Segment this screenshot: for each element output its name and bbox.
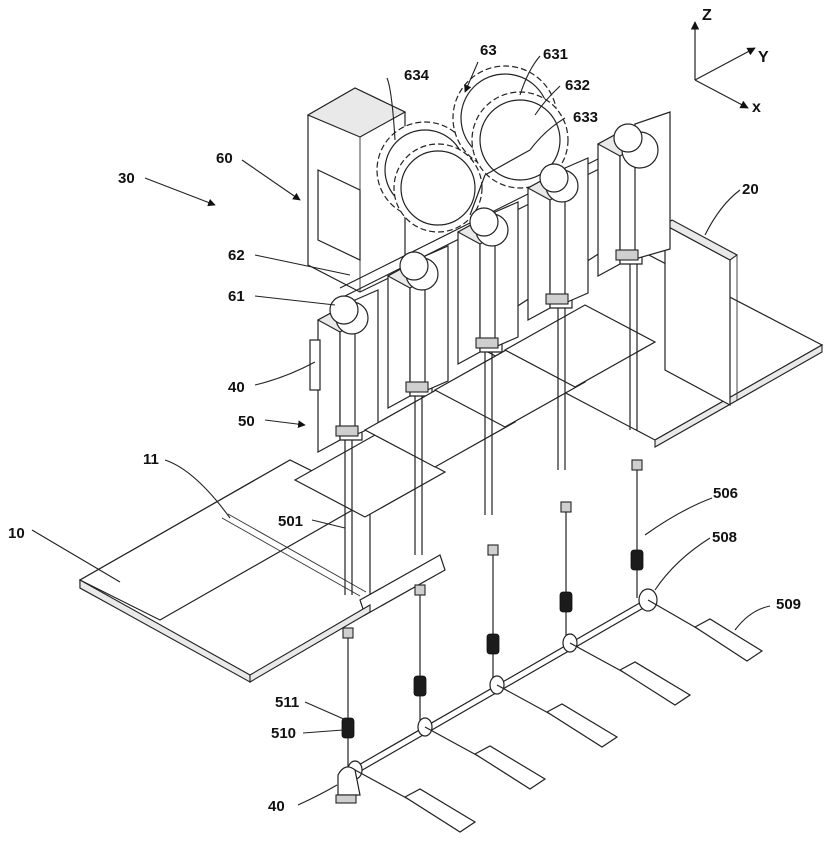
x-axis-label: x [752,99,761,116]
label-40-upper: 40 [228,379,245,396]
label-40-lower: 40 [268,798,285,815]
label-511: 511 [275,694,299,711]
coordinate-axes: Z Y x [695,7,769,116]
label-60: 60 [216,150,233,167]
handles-509 [355,600,762,832]
label-63: 63 [480,42,497,59]
label-506: 506 [713,485,738,502]
z-axis-label: Z [702,7,712,24]
label-62: 62 [228,247,245,264]
label-633: 633 [573,109,598,126]
label-634: 634 [404,67,430,84]
label-631: 631 [543,46,568,63]
label-508: 508 [712,529,737,546]
label-501: 501 [278,513,303,530]
label-632: 632 [565,77,590,94]
label-11: 11 [143,451,159,468]
label-30: 30 [118,170,135,187]
rocker-shaft-508 [336,589,657,803]
label-20: 20 [742,181,759,198]
slide-module-3 [458,202,518,364]
label-10: 10 [8,525,25,542]
label-50: 50 [238,413,255,430]
label-510: 510 [271,725,296,742]
slide-module-1 [310,290,378,452]
slide-module-5 [598,112,670,276]
label-61: 61 [228,288,245,305]
label-509: 509 [776,596,801,613]
y-axis-label: Y [758,49,769,66]
